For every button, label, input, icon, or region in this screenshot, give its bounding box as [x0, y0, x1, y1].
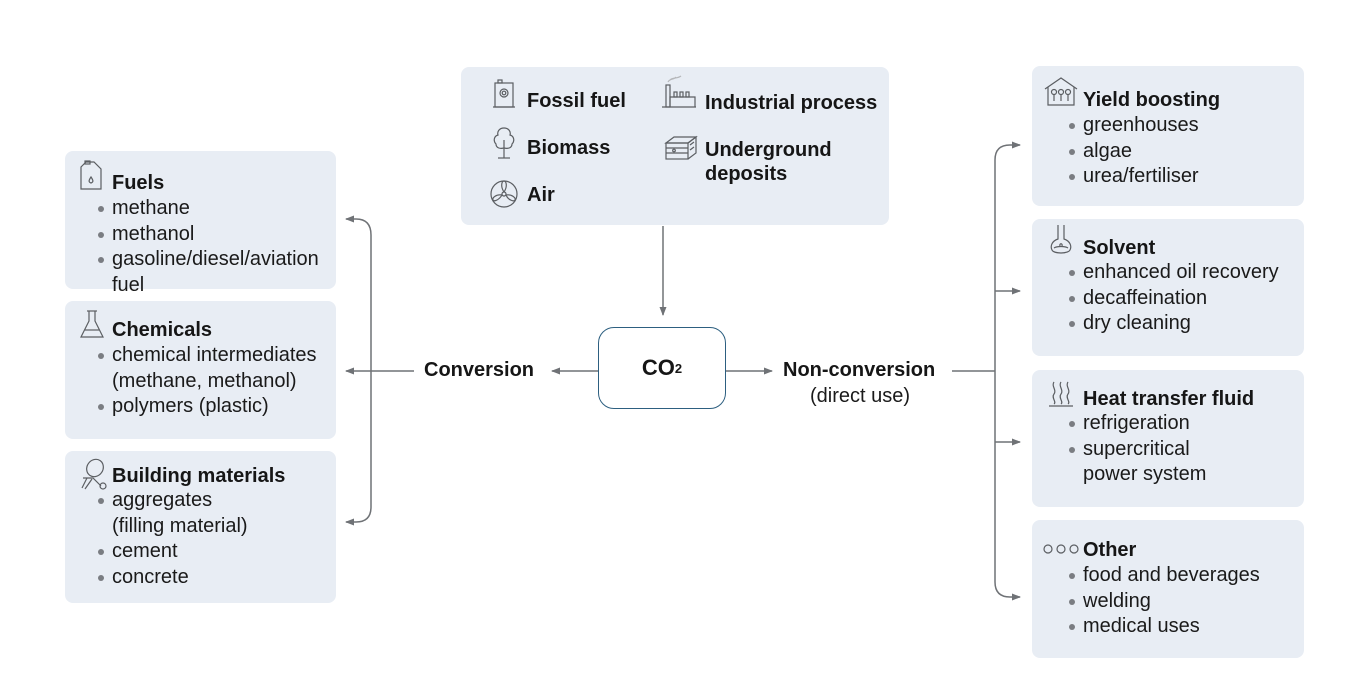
list-item: welding	[1067, 589, 1260, 615]
list-item: enhanced oil recovery	[1067, 260, 1279, 286]
category-fuels: Fuels methane methanol gasoline/diesel/a…	[65, 151, 336, 296]
category-item-list: greenhouses algae urea/fertiliser	[1067, 113, 1199, 190]
list-item: aggregates	[96, 488, 248, 514]
conversion-label: Conversion	[424, 359, 535, 381]
list-item: cement	[96, 539, 248, 565]
bracket-conversion	[345, 215, 372, 236]
factory-icon	[661, 75, 697, 111]
fuel-barrel-icon	[492, 79, 516, 109]
source-industrial-process: Industrial process	[705, 92, 878, 114]
non-conversion-label: Non-conversion	[783, 359, 936, 381]
fuel-canister-icon	[79, 160, 103, 190]
list-item: polymers (plastic)	[96, 394, 317, 420]
list-item: gasoline/diesel/aviation	[96, 247, 319, 273]
list-item: greenhouses	[1067, 113, 1199, 139]
category-title: Other	[1083, 539, 1137, 561]
cement-mixer-icon	[79, 458, 109, 490]
three-dots-icon	[1042, 543, 1082, 555]
list-item: urea/fertiliser	[1067, 164, 1199, 190]
category-item-list: methane methanol gasoline/diesel/aviatio…	[96, 196, 319, 298]
list-item-continuation: fuel	[112, 273, 145, 296]
greenhouse-icon	[1044, 77, 1078, 107]
category-title: Chemicals	[112, 319, 213, 341]
category-item-list: aggregates (filling material) cement con…	[96, 488, 248, 590]
co2-sources-box: Fossil fuel Biomass Air Industrial proce…	[461, 67, 889, 225]
category-title: Fuels	[112, 172, 165, 194]
category-other: Other food and beverages welding medical…	[1032, 520, 1304, 658]
category-title: Yield boosting	[1083, 89, 1221, 111]
tree-icon	[491, 126, 517, 160]
category-heat-transfer-fluid: Heat transfer fluid refrigeration superc…	[1032, 370, 1304, 507]
category-item-list: refrigeration supercritical power system	[1067, 411, 1206, 488]
list-item: methane	[96, 196, 319, 222]
category-title: Building materials	[112, 465, 286, 487]
list-item: food and beverages	[1067, 563, 1260, 589]
category-building-materials: Building materials aggregates (filling m…	[65, 451, 336, 603]
list-item: methanol	[96, 222, 319, 248]
list-item-continuation: (filling material)	[112, 514, 248, 537]
list-item: supercritical	[1067, 437, 1206, 463]
list-item: dry cleaning	[1067, 311, 1279, 337]
round-flask-icon	[1048, 224, 1074, 256]
heat-waves-icon	[1048, 378, 1074, 408]
list-item: algae	[1067, 139, 1199, 165]
category-title: Solvent	[1083, 237, 1156, 259]
category-title: Heat transfer fluid	[1083, 388, 1255, 410]
direct-use-label: (direct use)	[810, 385, 911, 407]
source-biomass: Biomass	[527, 137, 611, 159]
bracket-nonconversion-top	[994, 141, 1021, 161]
category-yield-boosting: Yield boosting greenhouses algae urea/fe…	[1032, 66, 1304, 206]
list-item: medical uses	[1067, 614, 1260, 640]
source-fossil-fuel: Fossil fuel	[527, 90, 626, 112]
list-item-continuation: power system	[1083, 463, 1207, 485]
list-item: concrete	[96, 565, 248, 591]
fan-icon	[489, 178, 519, 208]
list-item: refrigeration	[1067, 411, 1206, 437]
category-item-list: chemical intermediates (methane, methano…	[96, 343, 317, 420]
source-underground-deposits: Underground deposits	[705, 139, 832, 185]
category-item-list: enhanced oil recovery decaffeination dry…	[1067, 260, 1279, 337]
list-item-continuation: (methane, methanol)	[112, 369, 297, 392]
bracket-nonconversion-bottom	[994, 581, 1021, 601]
rock-strata-icon	[664, 135, 698, 161]
category-chemicals: Chemicals chemical intermediates (methan…	[65, 301, 336, 439]
flask-icon	[79, 309, 105, 339]
source-air: Air	[527, 184, 555, 206]
list-item: chemical intermediates	[96, 343, 317, 369]
bracket-conversion-bottom	[345, 506, 372, 526]
category-solvent: Solvent enhanced oil recovery decaffeina…	[1032, 219, 1304, 356]
category-item-list: food and beverages welding medical uses	[1067, 563, 1260, 640]
list-item: decaffeination	[1067, 286, 1279, 312]
